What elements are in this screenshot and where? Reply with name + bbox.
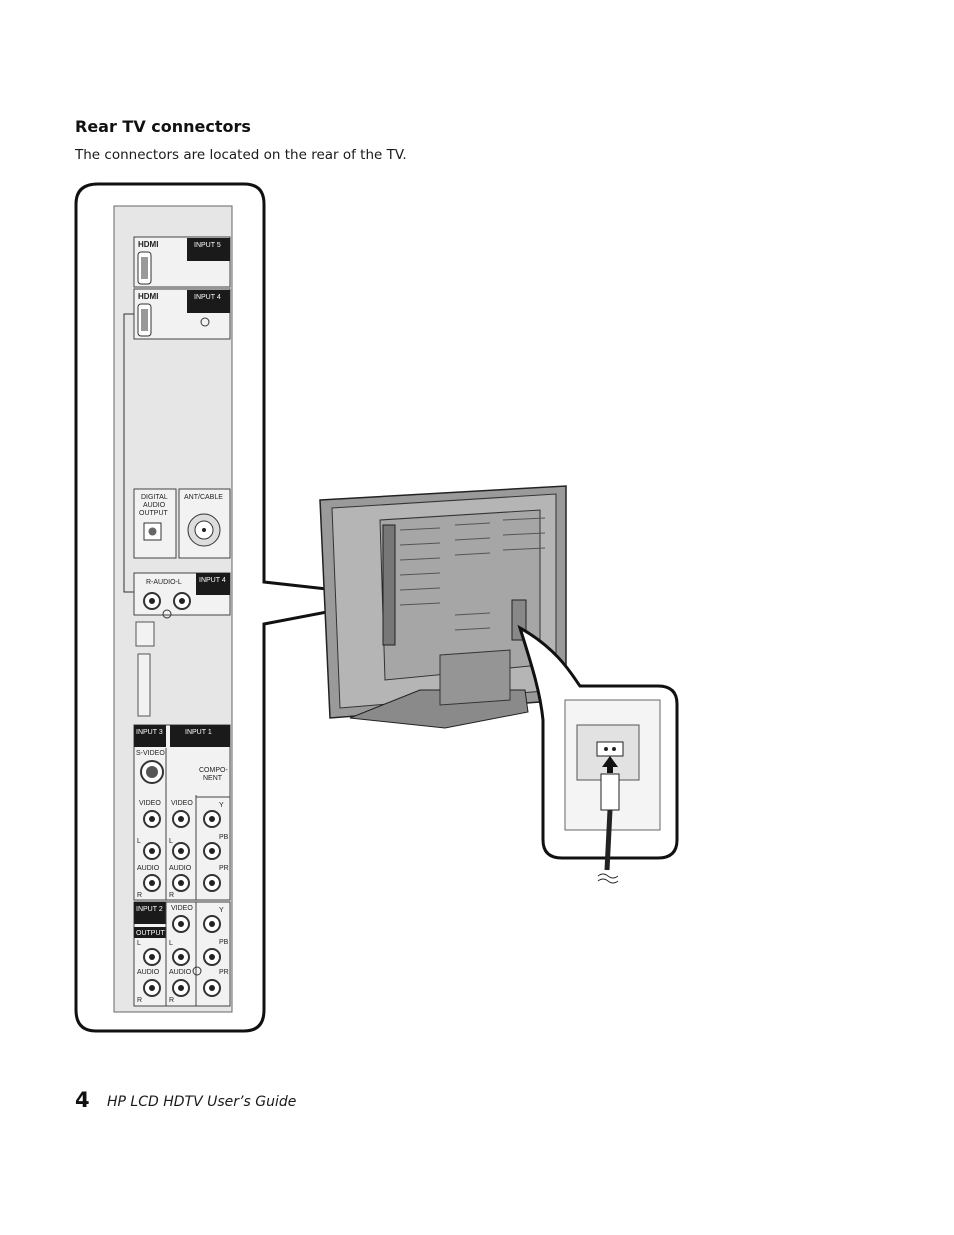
l-label-out: L <box>137 940 141 947</box>
output-label: OUTPUT <box>136 930 166 937</box>
digital-audio-line3: OUTPUT <box>139 510 169 517</box>
y-label-in2: Y <box>219 907 224 914</box>
input1-label: INPUT 1 <box>185 729 212 736</box>
digital-audio-line2: AUDIO <box>143 502 166 509</box>
tv-rear-illustration <box>319 485 567 729</box>
r-label-in2: R <box>169 997 174 1004</box>
digital-audio-line1: DIGITAL <box>141 494 168 501</box>
ant-cable-label: ANT/CABLE <box>184 494 223 501</box>
input5-label: INPUT 5 <box>194 242 221 249</box>
pb-label-in2: PB <box>219 939 229 946</box>
page-number: 4 <box>75 1088 90 1112</box>
hdmi-logo: HDMI <box>138 240 158 249</box>
power-cord-detail <box>564 699 661 884</box>
guide-title: HP LCD HDTV User’s Guide <box>107 1094 297 1110</box>
s-video-label: S-VIDEO <box>136 750 165 757</box>
component-line2: NENT <box>203 775 223 782</box>
input2-label: INPUT 2 <box>136 906 163 913</box>
r-label-in1: R <box>169 892 174 899</box>
connector-panel: HDMI INPUT 5 HDMI INPUT 4 DIGITAL AUDIO … <box>113 205 233 1013</box>
intro-text: The connectors are located on the rear o… <box>75 147 407 163</box>
video-label-in1: VIDEO <box>171 800 193 807</box>
l-label-in2: L <box>169 940 173 947</box>
hdmi-input4-group: HDMI INPUT 4 <box>133 288 231 340</box>
audio-label-in3: AUDIO <box>137 865 160 872</box>
input4-label-audio: INPUT 4 <box>199 577 226 584</box>
ant-cable-group: ANT/CABLE <box>178 488 231 559</box>
hdmi-input5-group: HDMI INPUT 5 <box>133 236 231 288</box>
digital-audio-output-group: DIGITAL AUDIO OUTPUT <box>133 488 177 559</box>
input4-label-hdmi: INPUT 4 <box>194 294 221 301</box>
l-label-in3: L <box>137 838 141 845</box>
pr-label-in2: PR <box>219 969 229 976</box>
video-label-in2: VIDEO <box>171 905 193 912</box>
hdmi-logo-2: HDMI <box>138 292 158 301</box>
input2-output-group: INPUT 2 OUTPUT VIDEO Y PB PR L L AUDIO A… <box>133 901 231 1007</box>
r-audio-l-label: R-AUDIO-L <box>146 579 182 586</box>
av-inputs-group: INPUT 3 INPUT 1 S-VIDEO COMPO- NENT VIDE… <box>133 724 231 901</box>
audio-input4-group: R-AUDIO-L INPUT 4 <box>133 572 231 619</box>
pr-label-in1: PR <box>219 865 229 872</box>
section-heading: Rear TV connectors <box>75 117 251 136</box>
component-line1: COMPO- <box>199 767 228 774</box>
r-label-in3: R <box>137 892 142 899</box>
video-label-in3: VIDEO <box>139 800 161 807</box>
audio-label-in2: AUDIO <box>169 969 192 976</box>
input3-label: INPUT 3 <box>136 729 163 736</box>
r-label-out: R <box>137 997 142 1004</box>
audio-label-out: AUDIO <box>137 969 160 976</box>
y-label-in1: Y <box>219 802 224 809</box>
pb-label-in1: PB <box>219 834 229 841</box>
l-label-in1: L <box>169 838 173 845</box>
audio-label-in1: AUDIO <box>169 865 192 872</box>
